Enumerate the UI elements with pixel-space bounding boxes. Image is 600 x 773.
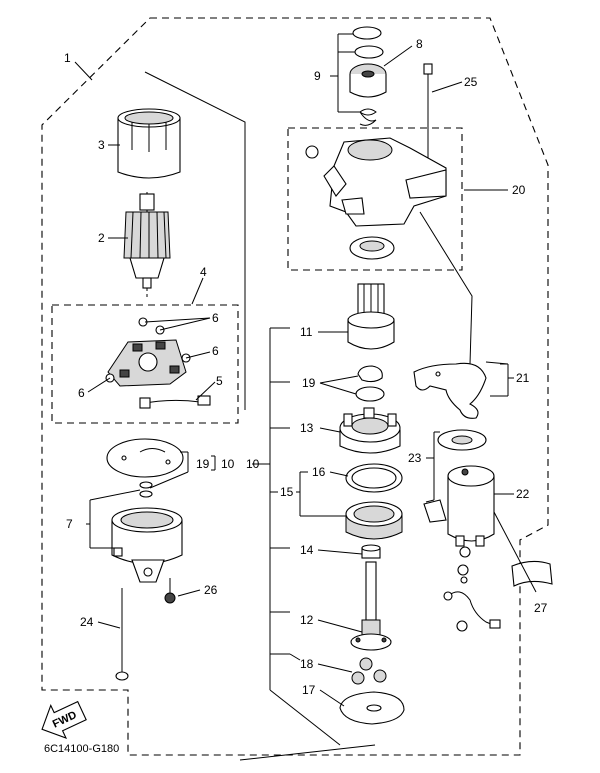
washer-plate-part bbox=[339, 691, 405, 725]
group-outline-line bbox=[144, 71, 246, 410]
snap-rings-part bbox=[352, 26, 384, 59]
bracket-group-box bbox=[287, 127, 463, 271]
callout-8: 8 bbox=[416, 37, 423, 51]
callout-19-center: 19 bbox=[302, 376, 316, 390]
bearing-14-part bbox=[361, 544, 381, 559]
leader-lines bbox=[74, 33, 537, 746]
callout-labels: 1 2 3 4 5 6 6 6 6 7 8 9 10 10 11 12 13 1… bbox=[64, 37, 548, 697]
group-outline-line-lower bbox=[239, 744, 376, 761]
internal-gear-part bbox=[345, 501, 403, 540]
callout-11: 11 bbox=[300, 325, 313, 339]
drive-pinion-part bbox=[349, 63, 387, 98]
pinion-gear-part bbox=[347, 283, 395, 350]
callout-1: 1 bbox=[64, 51, 71, 65]
callout-6-top: 6 bbox=[212, 311, 219, 325]
shift-lever-part bbox=[413, 362, 487, 419]
callout-17: 17 bbox=[302, 683, 316, 697]
callout-10-left: 10 bbox=[221, 457, 235, 471]
callout-18: 18 bbox=[300, 657, 314, 671]
brush-plate-part bbox=[106, 438, 184, 498]
bolt-26-part bbox=[164, 578, 176, 604]
diagram-code: 6C14100-G180 bbox=[44, 743, 119, 755]
callout-12: 12 bbox=[300, 613, 314, 627]
callout-9: 9 bbox=[314, 69, 321, 83]
callout-15: 15 bbox=[280, 485, 294, 499]
yoke-part bbox=[117, 108, 181, 179]
callout-7: 7 bbox=[66, 517, 73, 531]
callout-23: 23 bbox=[408, 451, 422, 465]
callout-27: 27 bbox=[534, 601, 548, 615]
callout-2: 2 bbox=[98, 231, 105, 245]
callout-16: 16 bbox=[312, 465, 326, 479]
callout-10-center: 10 bbox=[246, 457, 260, 471]
callout-3: 3 bbox=[98, 138, 105, 152]
callout-25: 25 bbox=[464, 75, 478, 89]
callout-22: 22 bbox=[516, 487, 530, 501]
shaft-part bbox=[350, 561, 392, 651]
magnetic-switch-gaskets-part bbox=[423, 429, 487, 523]
callout-5: 5 bbox=[216, 374, 223, 388]
fwd-arrow bbox=[41, 700, 87, 739]
clip-rings-part bbox=[355, 365, 385, 402]
callout-14: 14 bbox=[300, 543, 314, 557]
callout-6-middle: 6 bbox=[212, 344, 219, 358]
callout-26: 26 bbox=[204, 583, 218, 597]
planetary-gear-holder-part bbox=[339, 407, 401, 454]
callout-13: 13 bbox=[300, 421, 314, 435]
end-cover-part bbox=[111, 507, 183, 583]
lead-wire-part bbox=[443, 591, 501, 632]
through-bolt-part bbox=[115, 588, 129, 681]
gasket-16-part bbox=[345, 463, 403, 493]
callout-24: 24 bbox=[80, 615, 94, 629]
assembly-boundary bbox=[41, 17, 549, 756]
armature-part bbox=[123, 192, 171, 300]
callout-20: 20 bbox=[512, 183, 526, 197]
insulation-tape-part bbox=[511, 560, 553, 587]
brush-holder-part bbox=[105, 317, 211, 409]
magnetic-switch-part bbox=[447, 465, 495, 584]
bracket-part bbox=[305, 137, 447, 260]
brush-holder-group-box bbox=[51, 304, 239, 424]
callout-4: 4 bbox=[200, 265, 207, 279]
callout-6-left: 6 bbox=[78, 386, 85, 400]
planet-gears-part bbox=[351, 657, 387, 685]
callout-19-left: 19 bbox=[196, 457, 210, 471]
callout-21: 21 bbox=[516, 371, 530, 385]
spring-part bbox=[359, 108, 377, 126]
